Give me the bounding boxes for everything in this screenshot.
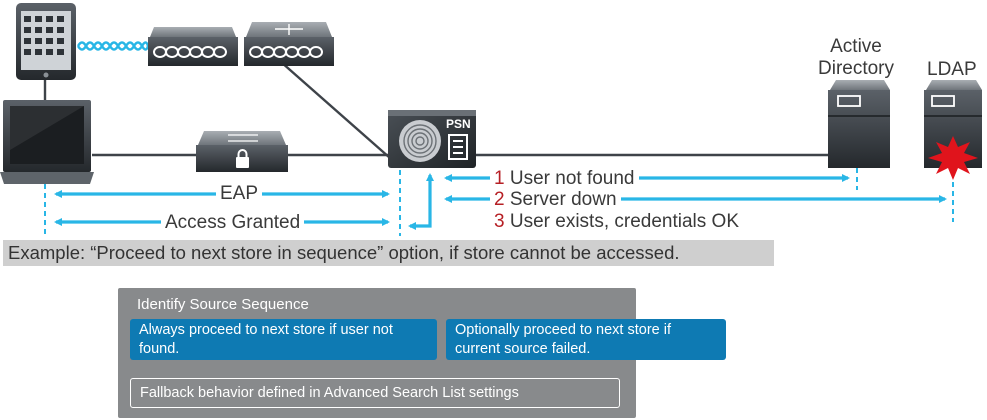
option-source-failed: Optionally proceed to next store if curr… [446, 319, 726, 360]
lock-icon [236, 149, 249, 168]
result-2-number: 2 [494, 189, 505, 210]
switch-icon [196, 131, 288, 172]
router-cable [280, 61, 391, 159]
result-1: 1 User not found [490, 169, 639, 188]
active-directory-label-line1: Active [830, 36, 882, 57]
result-3-number: 3 [494, 211, 505, 232]
tablet-icon [16, 3, 76, 80]
ldap-label: LDAP [927, 59, 977, 80]
active-directory-server-icon [828, 80, 890, 168]
example-banner: Example: “Proceed to next store in seque… [3, 240, 774, 266]
identify-source-sequence-panel: Identify Source Sequence Always proceed … [118, 288, 726, 418]
panel-title: Identify Source Sequence [137, 296, 309, 313]
drop-lines [44, 168, 954, 236]
result-3-text: User exists, credentials OK [509, 211, 739, 232]
wireless-link [76, 41, 150, 51]
return-arrow [408, 173, 434, 230]
laptop-icon [0, 100, 94, 184]
active-directory-label-line2: Directory [818, 58, 895, 79]
option-not-found: Always proceed to next store if user not… [130, 319, 437, 360]
psn-label: PSN [446, 117, 471, 131]
result-2-text: Server down [509, 189, 617, 210]
fallback-note: Fallback behavior defined in Advanced Se… [130, 378, 620, 408]
ldap-server-icon [924, 80, 982, 180]
access-point-icon [148, 27, 238, 66]
result-3: 3 User exists, credentials OK [490, 212, 743, 231]
wireless-controller-icon [244, 22, 334, 66]
active-directory-label: Active Directory [818, 37, 894, 78]
document-icon [448, 134, 468, 160]
psn-node-icon: PSN [388, 110, 476, 168]
error-burst-icon [928, 136, 978, 180]
eap-label: EAP [216, 184, 263, 203]
fingerprint-icon [399, 120, 441, 162]
result-1-text: User not found [509, 168, 635, 189]
result-1-number: 1 [494, 168, 505, 189]
access-granted-label: Access Granted [161, 213, 305, 232]
result-2: 2 Server down [490, 190, 621, 209]
